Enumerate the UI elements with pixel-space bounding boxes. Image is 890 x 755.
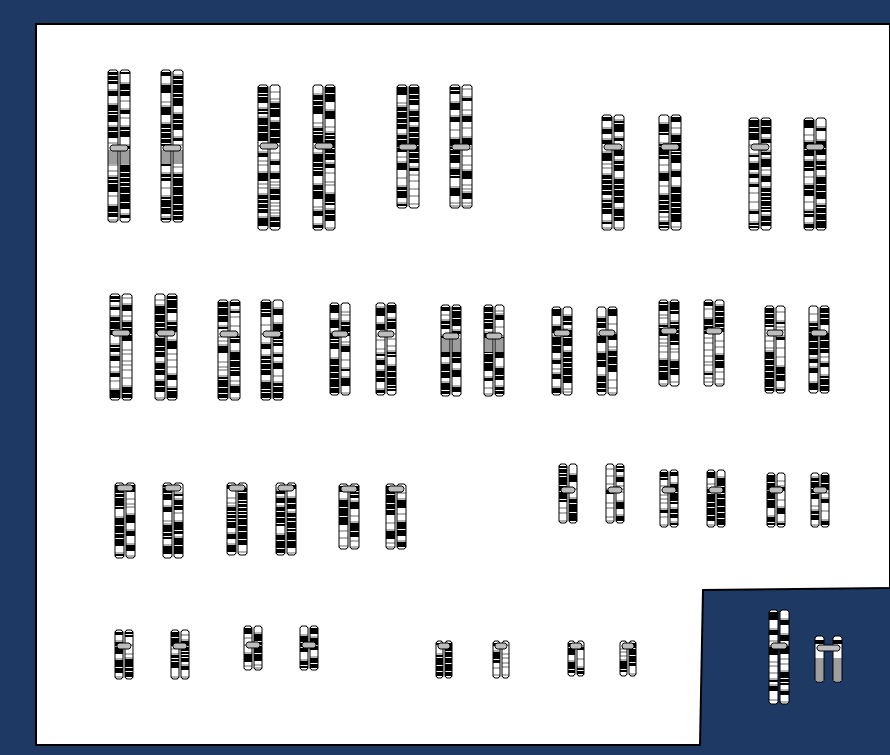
centromere <box>378 331 394 337</box>
centromere <box>388 486 404 492</box>
centromere <box>561 487 575 493</box>
centromere <box>246 642 260 648</box>
centromere <box>117 485 133 491</box>
centromere <box>813 487 827 493</box>
centromere <box>278 485 294 491</box>
centromere <box>110 145 128 151</box>
centromere <box>709 487 723 493</box>
centromere <box>486 333 502 339</box>
centromere <box>173 643 187 649</box>
centromere <box>599 330 615 336</box>
centromere <box>220 331 238 337</box>
centromere <box>817 645 840 651</box>
centromere <box>661 144 679 150</box>
centromere <box>438 643 450 649</box>
centromere <box>332 331 348 337</box>
centromere <box>399 144 417 150</box>
centromere <box>341 486 357 492</box>
centromere <box>811 330 827 336</box>
centromere <box>769 487 783 493</box>
centromere <box>163 145 181 151</box>
centromere <box>570 643 582 649</box>
centromere <box>452 144 470 150</box>
centromere <box>661 328 677 334</box>
centromere <box>315 143 333 149</box>
centromere <box>604 144 622 150</box>
centromere <box>771 643 787 649</box>
centromere <box>229 485 245 491</box>
centromere <box>767 330 783 336</box>
centromere <box>117 643 131 649</box>
centromere <box>608 487 622 493</box>
centromere <box>302 642 316 648</box>
centromere <box>165 485 181 491</box>
centromere <box>554 330 570 336</box>
centromere <box>157 330 175 336</box>
centromere <box>495 643 507 649</box>
centromere <box>622 643 634 649</box>
centromere <box>806 144 824 150</box>
centromere <box>443 333 459 339</box>
centromere <box>751 144 769 150</box>
centromere <box>662 487 676 493</box>
centromere <box>263 331 281 337</box>
centromere <box>112 330 130 336</box>
centromere <box>260 143 278 149</box>
centromere <box>706 328 722 334</box>
